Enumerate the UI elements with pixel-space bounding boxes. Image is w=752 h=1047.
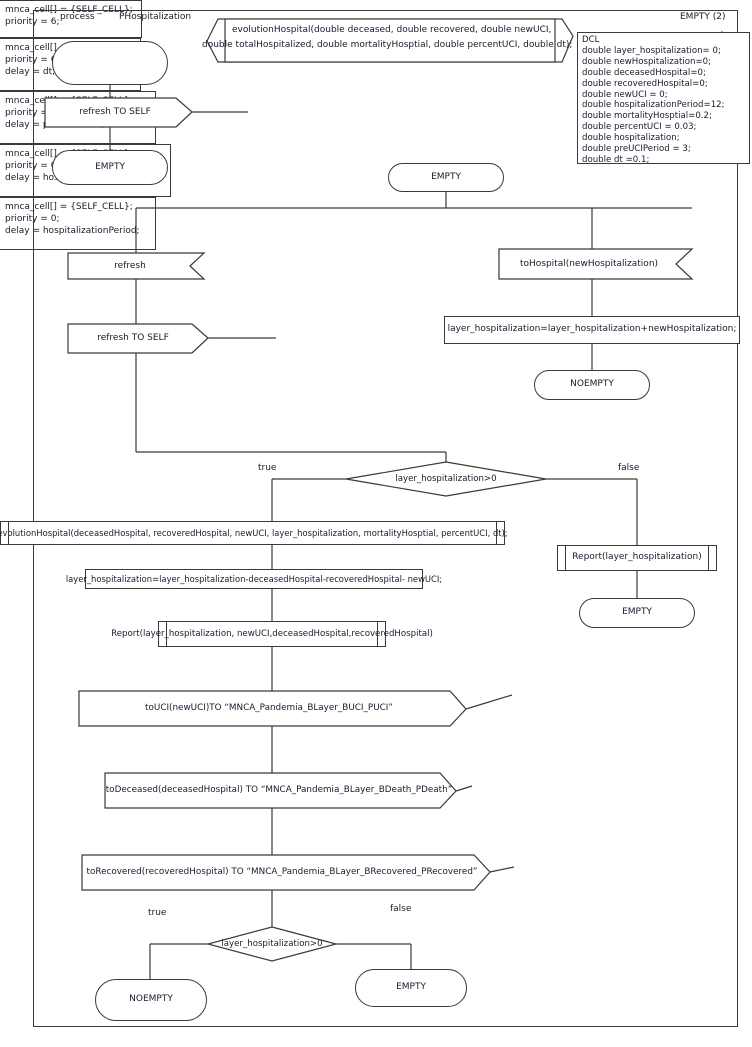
state-empty-false-1[interactable]: EMPTY [579,598,695,628]
decision-2-true-label: true [148,908,167,918]
procedure-call-report-simple[interactable]: Report(layer_hospitalization) [557,545,717,571]
frame-kind-label: process [60,12,95,22]
dcl-note: DCL double layer_hospitalization= 0; dou… [577,32,750,165]
input-label-tohospital[interactable]: toHospital(newHospitalization) [519,258,659,269]
state-empty-2[interactable]: EMPTY [388,163,504,192]
procedure-call-evolution-hospital[interactable]: evolutionHospital(deceasedHospital, reco… [0,521,508,545]
state-empty-3[interactable]: EMPTY [355,969,467,1007]
procedure-decl-line2: double totalHospitalized, double mortali… [202,40,573,50]
state-noempty-2[interactable]: NOEMPTY [95,979,207,1021]
output-label-torecovered[interactable]: toRecovered(recoveredHospital) TO “MNCA_… [86,867,478,878]
output-label-todeceased[interactable]: toDeceased(deceasedHospital) TO “MNCA_Pa… [105,785,453,796]
comment-torecovered: mnca_cell[] = {SELF_CELL}; priority = 0;… [0,197,156,250]
page-label: EMPTY (2) [680,12,726,22]
output-label-refresh-self-2[interactable]: refresh TO SELF [97,333,169,344]
state-noempty-1[interactable]: NOEMPTY [534,370,650,400]
procedure-call-report-full[interactable]: Report(layer_hospitalization, newUCI,dec… [111,621,433,647]
task-add-hospitalization[interactable]: layer_hospitalization=layer_hospitalizat… [444,316,740,344]
frame-name-label: PHospitalization [119,12,192,22]
decision-1-false-label: false [618,463,640,473]
decision-2-label[interactable]: layer_hospitalization>0 [221,939,323,949]
state-empty-1[interactable]: EMPTY [52,150,168,185]
output-label-refresh-self-1[interactable]: refresh TO SELF [79,107,151,118]
decision-1-label[interactable]: layer_hospitalization>0 [395,474,497,484]
procedure-decl-line1: evolutionHospital(double deceased, doubl… [232,25,552,35]
output-label-touci[interactable]: toUCI(newUCI)TO “MNCA_Pandemia_BLayer_BU… [145,703,393,714]
decision-2-false-label: false [390,904,412,914]
start-state-symbol[interactable] [52,41,168,85]
process-frame [33,10,738,1027]
input-label-refresh[interactable]: refresh [114,260,146,271]
decision-1-true-label: true [258,463,277,473]
task-subtract-hospitalization[interactable]: layer_hospitalization=layer_hospitalizat… [66,569,442,589]
